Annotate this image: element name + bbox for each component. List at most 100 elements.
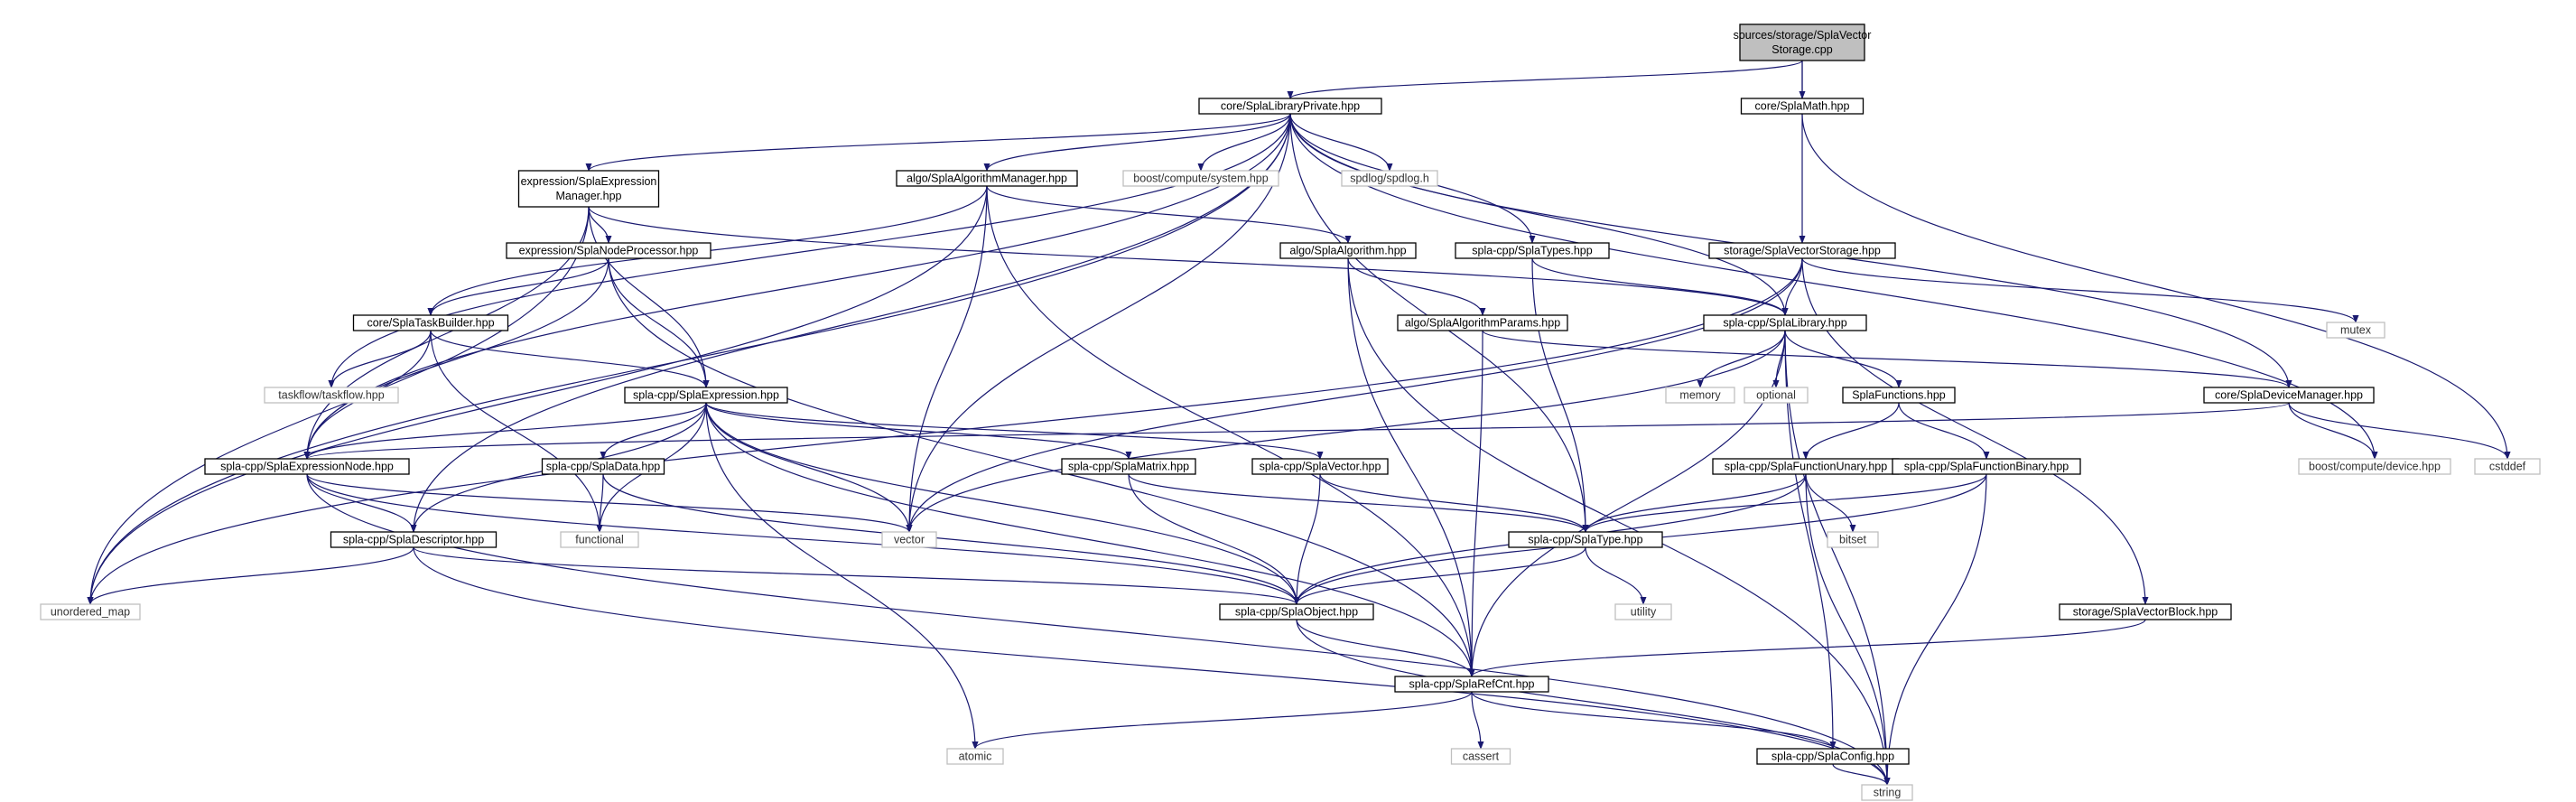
- node-funcs-box: [1842, 387, 1956, 404]
- node-vector[interactable]: spla-cpp/SplaVector.hpp: [1251, 458, 1389, 475]
- edge-desc-to-string: [413, 546, 1891, 786]
- node-atomic-box: [946, 748, 1004, 765]
- node-funcbin-label-0: spla-cpp/SplaFunctionBinary.hpp: [1904, 461, 2069, 473]
- edge-expr-to-vector: [705, 402, 1324, 460]
- node-config-label-0: spla-cpp/SplaConfig.hpp: [1772, 751, 1894, 763]
- node-vstorage-box: [1708, 242, 1896, 259]
- node-matrix-label-0: spla-cpp/SplaMatrix.hpp: [1068, 461, 1189, 473]
- edge-libpriv-to-bdev: [1289, 113, 2378, 460]
- node-matrix[interactable]: spla-cpp/SplaMatrix.hpp: [1061, 458, 1196, 475]
- node-desc[interactable]: spla-cpp/SplaDescriptor.hpp: [330, 531, 498, 548]
- node-root-label-1: Storage.cpp: [1772, 43, 1832, 56]
- edge-math-to-cstddef: [1801, 113, 2511, 460]
- edge-matrix-to-object: [1128, 473, 1300, 605]
- node-exprmgr-box: [517, 170, 660, 208]
- edge-libpriv-to-std_vector: [906, 113, 1291, 533]
- node-config[interactable]: spla-cpp/SplaConfig.hpp: [1756, 748, 1910, 765]
- edge-type-to-object: [1293, 546, 1586, 605]
- node-funcbin[interactable]: spla-cpp/SplaFunctionBinary.hpp: [1892, 458, 2081, 475]
- node-math[interactable]: core/SplaMath.hpp: [1740, 98, 1865, 115]
- node-data[interactable]: spla-cpp/SplaData.hpp: [541, 458, 665, 475]
- node-config-box: [1756, 748, 1910, 765]
- node-funcun[interactable]: spla-cpp/SplaFunctionUnary.hpp: [1712, 458, 1900, 475]
- node-refcnt[interactable]: spla-cpp/SplaRefCnt.hpp: [1394, 676, 1549, 693]
- node-refcnt-box: [1394, 676, 1549, 693]
- node-types[interactable]: spla-cpp/SplaTypes.hpp: [1455, 242, 1610, 259]
- node-memory-label-0: memory: [1679, 389, 1721, 402]
- node-vblock[interactable]: storage/SplaVectorBlock.hpp: [2059, 603, 2232, 620]
- node-algo-box: [1279, 242, 1417, 259]
- node-algomgr[interactable]: algo/SplaAlgorithmManager.hpp: [896, 170, 1078, 187]
- node-libpriv-box: [1198, 98, 1382, 115]
- edge-exprnode-to-std_vector: [306, 473, 913, 533]
- node-devmgr-label-0: core/SplaDeviceManager.hpp: [2215, 389, 2363, 402]
- node-data-label-0: spla-cpp/SplaData.hpp: [546, 461, 661, 473]
- edge-algoparams-to-devmgr: [1482, 330, 2292, 388]
- node-vstorage[interactable]: storage/SplaVectorStorage.hpp: [1708, 242, 1896, 259]
- node-atomic: atomic: [946, 748, 1004, 765]
- edge-algo-to-refcnt: [1347, 257, 1475, 677]
- node-math-box: [1740, 98, 1865, 115]
- edge-data-to-object: [602, 473, 1300, 605]
- node-cstddef-box: [2474, 458, 2541, 475]
- node-nodeproc-label-0: expression/SplaNodeProcessor.hpp: [519, 245, 699, 257]
- node-utility-label-0: utility: [1631, 606, 1657, 619]
- node-exprnode[interactable]: spla-cpp/SplaExpressionNode.hpp: [204, 458, 410, 475]
- edge-algomgr-to-algo: [986, 185, 1352, 244]
- node-string-label-0: string: [1874, 787, 1902, 799]
- node-nodeproc-box: [506, 242, 711, 259]
- node-algo[interactable]: algo/SplaAlgorithm.hpp: [1279, 242, 1417, 259]
- node-functional: functional: [560, 531, 639, 548]
- node-library[interactable]: spla-cpp/SplaLibrary.hpp: [1703, 314, 1867, 331]
- node-funcs-label-0: SplaFunctions.hpp: [1852, 389, 1946, 402]
- node-umap-box: [40, 603, 141, 620]
- edge-library-to-funcs: [1784, 330, 1902, 388]
- node-algomgr-label-0: algo/SplaAlgorithmManager.hpp: [907, 173, 1067, 185]
- node-nodeproc[interactable]: expression/SplaNodeProcessor.hpp: [506, 242, 711, 259]
- edge-config-to-string: [1832, 763, 1891, 786]
- node-root-label-0: sources/storage/SplaVector: [1734, 29, 1872, 42]
- node-algoparams-box: [1397, 314, 1568, 331]
- node-std_vector-box: [881, 531, 937, 548]
- edge-taskb-to-functional: [430, 330, 603, 533]
- edge-root-to-libpriv: [1287, 60, 1803, 99]
- node-algoparams[interactable]: algo/SplaAlgorithmParams.hpp: [1397, 314, 1568, 331]
- edge-vstorage-to-mutex: [1801, 257, 2359, 323]
- node-algoparams-label-0: algo/SplaAlgorithmParams.hpp: [1405, 317, 1560, 330]
- node-funcs[interactable]: SplaFunctions.hpp: [1842, 387, 1956, 404]
- edge-libpriv-to-exprnode: [303, 113, 1291, 460]
- edge-nodeproc-to-expr: [608, 257, 710, 388]
- node-cstddef-label-0: cstddef: [2489, 461, 2526, 473]
- node-cassert-box: [1450, 748, 1511, 765]
- node-devmgr[interactable]: core/SplaDeviceManager.hpp: [2203, 387, 2375, 404]
- node-type[interactable]: spla-cpp/SplaType.hpp: [1508, 531, 1663, 548]
- edge-library-to-config: [1784, 330, 1837, 750]
- node-exprnode-label-0: spla-cpp/SplaExpressionNode.hpp: [220, 461, 394, 473]
- edge-libpriv-to-desc: [410, 113, 1291, 533]
- node-object[interactable]: spla-cpp/SplaObject.hpp: [1219, 603, 1374, 620]
- node-vblock-box: [2059, 603, 2232, 620]
- node-expr[interactable]: spla-cpp/SplaExpression.hpp: [624, 387, 788, 404]
- edge-library-to-std_vector: [906, 330, 1786, 533]
- edge-funcun-to-bitset: [1805, 473, 1856, 533]
- edge-funcbin-to-type: [1582, 473, 1987, 533]
- node-taskb[interactable]: core/SplaTaskBuilder.hpp: [352, 314, 509, 331]
- node-libpriv-label-0: core/SplaLibraryPrivate.hpp: [1221, 100, 1360, 113]
- edge-algoparams-to-refcnt: [1468, 330, 1483, 677]
- node-bsys: boost/compute/system.hpp: [1122, 170, 1279, 187]
- node-funcbin-box: [1892, 458, 2081, 475]
- node-exprnode-box: [204, 458, 410, 475]
- node-functional-label-0: functional: [575, 534, 624, 546]
- edge-desc-to-object: [413, 546, 1300, 605]
- edge-nodeproc-to-taskb: [427, 257, 609, 316]
- node-root-box: [1739, 23, 1865, 61]
- node-root[interactable]: sources/storage/SplaVectorStorage.cpp: [1734, 23, 1872, 61]
- node-cassert: cassert: [1450, 748, 1511, 765]
- edge-library-to-optional: [1772, 330, 1786, 388]
- edge-algo-to-string: [1347, 257, 1891, 786]
- node-libpriv[interactable]: core/SplaLibraryPrivate.hpp: [1198, 98, 1382, 115]
- node-vblock-label-0: storage/SplaVectorBlock.hpp: [2073, 606, 2218, 619]
- node-std_vector-label-0: vector: [894, 534, 925, 546]
- node-cassert-label-0: cassert: [1463, 751, 1500, 763]
